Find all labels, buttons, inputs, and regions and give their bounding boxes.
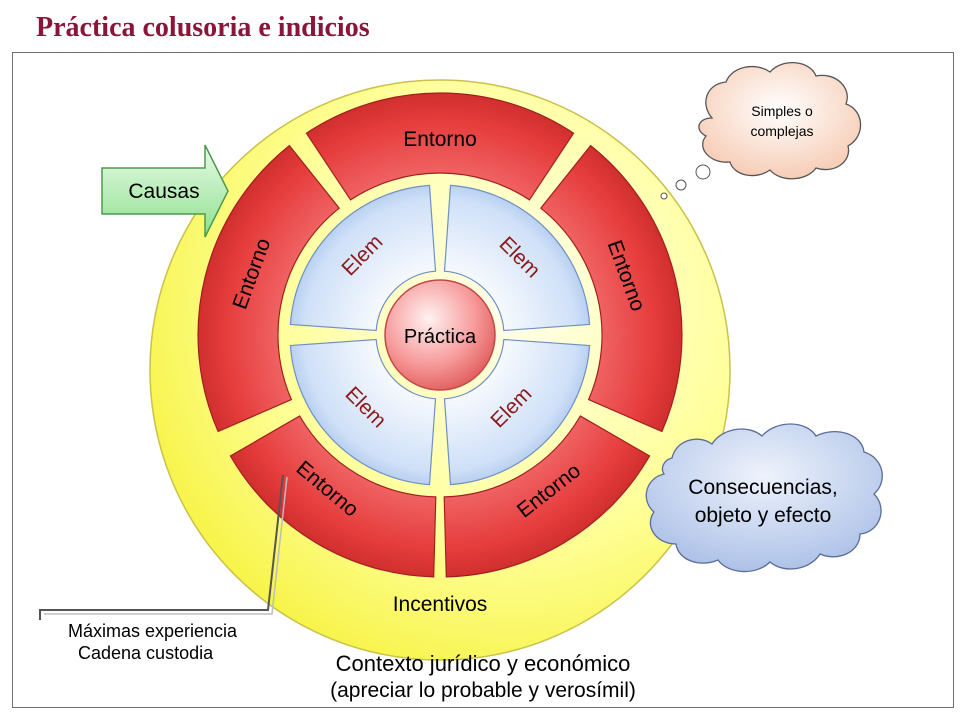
thought-dot-small bbox=[660, 192, 668, 200]
elem-ring bbox=[289, 184, 591, 486]
entorno-segment-right bbox=[539, 144, 683, 433]
entorno-segment-bottom-right bbox=[443, 415, 651, 578]
practica-circle bbox=[384, 279, 496, 391]
context-text-line1: Contexto jurídico y económico bbox=[336, 651, 631, 676]
causas-arrow bbox=[101, 144, 229, 238]
cloud-text-line2: objeto y efecto bbox=[695, 504, 832, 527]
thought-text-line2: complejas bbox=[750, 123, 813, 139]
thought-dot-large bbox=[695, 164, 711, 180]
elem-quadrant-bottom-left bbox=[289, 338, 437, 486]
entorno-label-top: Entorno bbox=[403, 128, 477, 151]
thought-dot-medium bbox=[675, 179, 687, 191]
entorno-segment-left bbox=[197, 144, 341, 433]
thought-text-line1: Simples o bbox=[751, 103, 813, 119]
callout-pointer-shadow bbox=[44, 476, 288, 615]
context-text-line2: (apreciar lo probable y verosímil) bbox=[330, 679, 636, 702]
elem-quadrant-bottom-right bbox=[443, 338, 591, 486]
thought-bubble bbox=[698, 62, 862, 180]
incentivos-label: Incentivos bbox=[393, 593, 488, 616]
entorno-ring bbox=[197, 92, 683, 578]
consecuencias-cloud bbox=[645, 423, 883, 573]
diagram-frame bbox=[12, 52, 954, 708]
entorno-segment-bottom-left bbox=[229, 415, 437, 578]
entorno-segment-top bbox=[305, 92, 575, 201]
callout-text-line2: Cadena custodia bbox=[78, 643, 214, 663]
elem-quadrant-top-left bbox=[289, 184, 437, 332]
practica-label: Práctica bbox=[404, 326, 477, 348]
callout-pointer bbox=[39, 474, 284, 620]
elem-quadrant-top-right bbox=[443, 184, 591, 332]
callout-text-line1: Máximas experiencia bbox=[68, 621, 238, 641]
page-title: Práctica colusoria e indicios bbox=[36, 12, 370, 43]
causas-label: Causas bbox=[128, 180, 199, 203]
cloud-text-line1: Consecuencias, bbox=[688, 476, 837, 499]
